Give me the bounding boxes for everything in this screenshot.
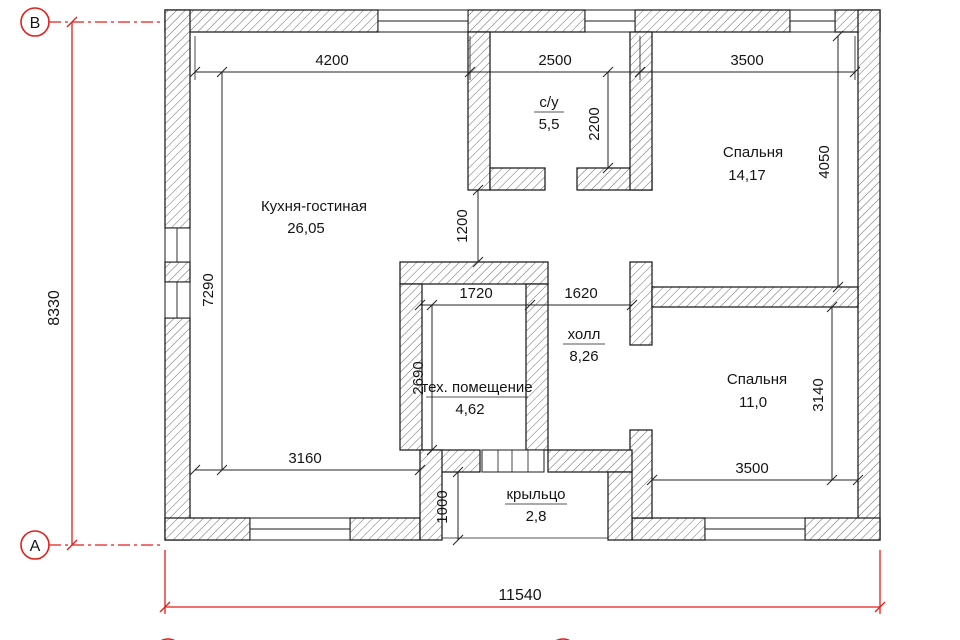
wall-bottom-segment	[349, 517, 421, 541]
room-labels: Кухня-гостиная 26,05 с/у 5,5 Спальня 14,…	[261, 94, 787, 525]
dim-bedroom2-depth: 3140	[810, 378, 827, 411]
axis-markers: В А 8330 11540	[20, 7, 886, 640]
room-name-porch: крыльцо	[506, 486, 565, 503]
porch-steps	[442, 449, 608, 539]
wall-tech-right	[525, 283, 549, 451]
axis-circle-bottom-edge-1	[160, 638, 176, 640]
room-area-bedroom2: 11,0	[739, 394, 767, 411]
window-left-upper	[164, 227, 191, 263]
dim-top-kitchen: 4200	[315, 52, 348, 69]
wall-bottom-segment	[631, 517, 706, 541]
room-name-kitchen: Кухня-гостиная	[261, 198, 367, 215]
dimensions-black: 4200 2500 3500 7290 2200 1200 1720 1620 …	[189, 30, 864, 546]
room-name-tech: тех. помещение	[421, 379, 532, 396]
dim-kitchen-opening: 1200	[454, 209, 471, 242]
dim-tech-width: 1720	[459, 285, 492, 302]
wall-porch-right	[607, 471, 633, 541]
wall-right	[857, 9, 881, 541]
dim-overall-width: 11540	[498, 587, 541, 604]
room-name-hall: холл	[568, 326, 601, 343]
outer-walls	[164, 9, 881, 541]
wall-top-segment	[634, 9, 791, 33]
wall-bottom-segment	[804, 517, 881, 541]
wall-tech-left	[399, 283, 423, 451]
room-area-porch: 2,8	[526, 508, 547, 525]
dim-bathroom-depth: 2200	[586, 107, 603, 140]
dim-porch-depth: 1000	[434, 490, 451, 523]
dim-tech-depth: 2690	[410, 361, 427, 394]
window-left-lower	[164, 281, 191, 319]
axis-label-bottom: А	[30, 538, 41, 555]
wall-tech-top	[399, 261, 549, 285]
wall-bedroom1-left	[629, 31, 653, 191]
wall-hall-bottom	[547, 449, 633, 473]
wall-kitchen-bathroom	[467, 31, 491, 191]
room-area-bathroom: 5,5	[539, 116, 560, 133]
wall-left-segment	[164, 9, 191, 229]
dim-top-bathroom: 2500	[538, 52, 571, 69]
room-area-hall: 8,26	[569, 348, 598, 365]
wall-top-segment	[467, 9, 586, 33]
dim-bedroom1-depth: 4050	[816, 145, 833, 178]
room-name-bedroom1: Спальня	[723, 144, 783, 161]
room-name-bathroom: с/у	[539, 94, 559, 111]
dim-overall-height: 8330	[46, 290, 63, 326]
windows	[164, 9, 836, 541]
dim-top-bedroom1: 3500	[730, 52, 763, 69]
wall-bottom-segment	[164, 517, 251, 541]
room-area-bedroom1: 14,17	[728, 167, 766, 184]
steps-outline	[481, 449, 545, 473]
axis-circle-bottom-edge-2	[555, 638, 571, 640]
dim-bedroom2-width: 3500	[735, 460, 768, 477]
wall-bedroom2-left	[629, 429, 653, 519]
room-area-kitchen: 26,05	[287, 220, 325, 237]
wall-bathroom-bottom	[489, 167, 546, 191]
wall-porch-left	[419, 449, 443, 541]
wall-left-segment	[164, 261, 191, 283]
dim-kitchen-depth: 7290	[200, 273, 217, 306]
room-area-tech: 4,62	[455, 401, 484, 418]
dim-kitchen-bottom-width: 3160	[288, 450, 321, 467]
wall-bedroom-separator	[651, 286, 859, 308]
wall-left-segment	[164, 317, 191, 541]
dim-hall-width: 1620	[564, 285, 597, 302]
wall-top-segment	[164, 9, 379, 33]
room-name-bedroom2: Спальня	[727, 371, 787, 388]
axis-label-top: В	[30, 15, 41, 32]
